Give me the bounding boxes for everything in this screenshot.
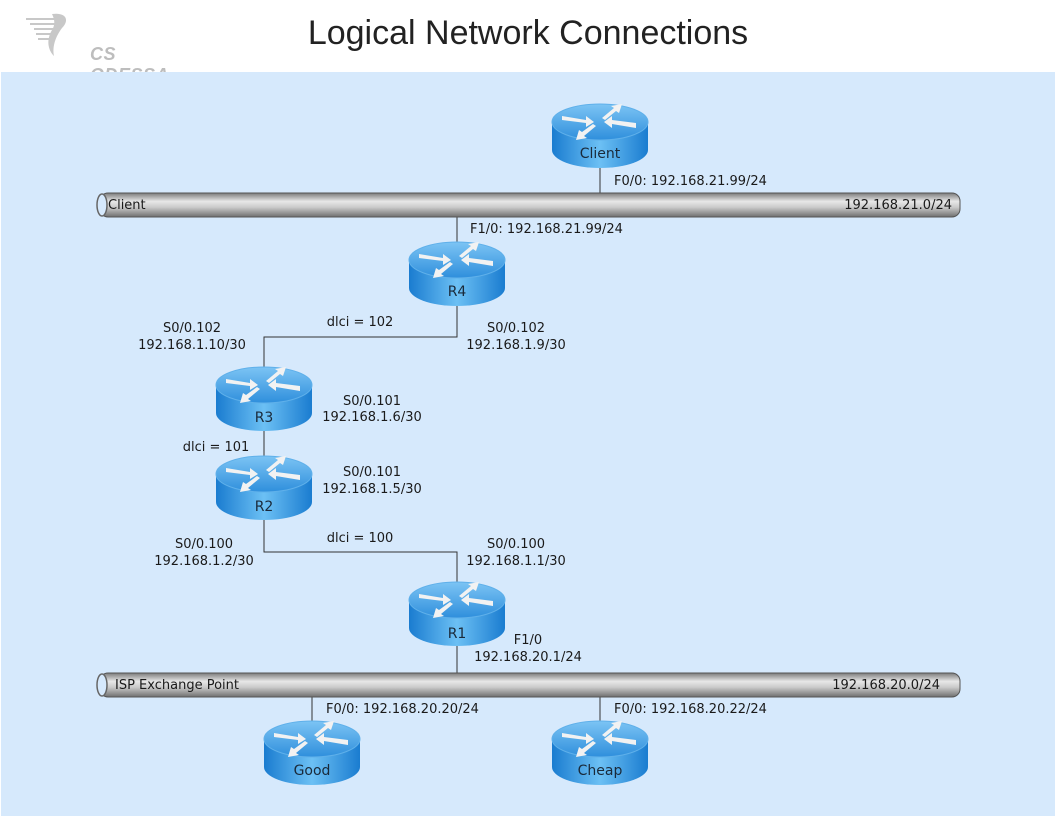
router-r3[interactable]: R3 xyxy=(215,366,313,432)
iface-r3-s0-102-ip: 192.168.1.10/30 xyxy=(138,338,246,353)
router-label: R1 xyxy=(448,626,467,642)
router-label: Good xyxy=(294,763,331,779)
router-r1[interactable]: R1 xyxy=(408,581,506,647)
iface-r2-s0-101-name: S0/0.101 xyxy=(343,465,401,480)
iface-r3-s0-102-name: S0/0.102 xyxy=(163,321,221,336)
link-dlci100 xyxy=(263,518,458,585)
iface-r1-f10-name: F1/0 xyxy=(514,633,542,648)
bus-subnet: 192.168.20.0/24 xyxy=(832,678,940,693)
page-title: Logical Network Connections xyxy=(307,14,749,52)
logo-swoosh-icon xyxy=(26,13,67,57)
iface-r4-s0-102-name: S0/0.102 xyxy=(487,321,545,336)
router-label: R4 xyxy=(448,284,467,300)
router-label: Client xyxy=(580,146,621,162)
bus-isp[interactable]: ISP Exchange Point 192.168.20.0/24 xyxy=(96,672,961,698)
router-r4[interactable]: R4 xyxy=(408,241,506,307)
links xyxy=(263,166,601,725)
bus-client[interactable]: Client 192.168.21.0/24 xyxy=(96,192,961,218)
router-client[interactable]: Client xyxy=(551,103,649,169)
link-dlci102 xyxy=(263,304,458,370)
dlci-100-label: dlci = 100 xyxy=(327,531,394,546)
iface-r3-s0-101-name: S0/0.101 xyxy=(343,394,401,409)
header: CS ODESSA Logical Network Connections xyxy=(0,0,1056,85)
iface-r3-s0-101-ip: 192.168.1.6/30 xyxy=(322,410,422,425)
dlci-labels: dlci = 102 dlci = 101 dlci = 100 xyxy=(183,315,394,546)
router-label: R2 xyxy=(255,499,274,515)
router-cheap[interactable]: Cheap xyxy=(551,720,649,786)
dlci-102-label: dlci = 102 xyxy=(327,315,394,330)
iface-r4-f10: F1/0: 192.168.21.99/24 xyxy=(470,222,623,237)
interface-labels: F0/0: 192.168.21.99/24 F1/0: 192.168.21.… xyxy=(138,174,767,717)
iface-client-f00: F0/0: 192.168.21.99/24 xyxy=(614,174,767,189)
iface-r2-s0-100-name: S0/0.100 xyxy=(175,537,233,552)
router-good[interactable]: Good xyxy=(263,720,361,786)
router-label: Cheap xyxy=(578,763,623,779)
iface-r4-s0-102-ip: 192.168.1.9/30 xyxy=(466,338,566,353)
bus-name: ISP Exchange Point xyxy=(115,678,239,693)
iface-cheap-f00: F0/0: 192.168.20.22/24 xyxy=(614,702,767,717)
dlci-101-label: dlci = 101 xyxy=(183,440,250,455)
router-label: R3 xyxy=(255,410,274,426)
bus-name: Client xyxy=(108,198,146,213)
router-r2[interactable]: R2 xyxy=(215,455,313,521)
iface-r2-s0-101-ip: 192.168.1.5/30 xyxy=(322,482,422,497)
bus-subnet: 192.168.21.0/24 xyxy=(844,198,952,213)
iface-r2-s0-100-ip: 192.168.1.2/30 xyxy=(154,554,254,569)
iface-r1-s0-100-ip: 192.168.1.1/30 xyxy=(466,554,566,569)
iface-r1-s0-100-name: S0/0.100 xyxy=(487,537,545,552)
iface-good-f00: F0/0: 192.168.20.20/24 xyxy=(326,702,479,717)
iface-r1-f10-ip: 192.168.20.1/24 xyxy=(474,650,582,665)
